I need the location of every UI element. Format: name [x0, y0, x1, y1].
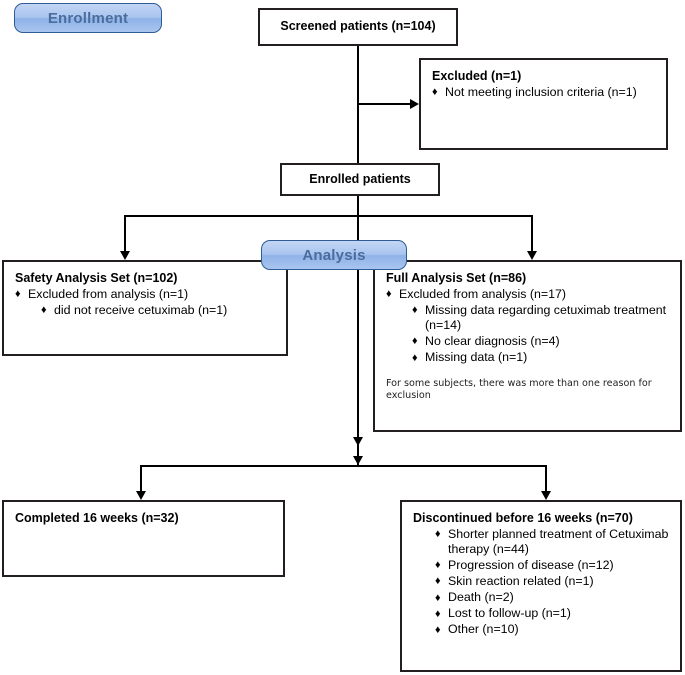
connector-analysis-trunk — [357, 268, 359, 466]
node-excluded-title: Excluded (n=1) — [432, 69, 522, 83]
node-screened-patients: Screened patients (n=104) — [258, 8, 458, 46]
list-item: ♦ did not receive cetuximab (n=1) — [41, 303, 275, 318]
stage-pill-analysis: Analysis — [261, 240, 407, 270]
node-full-analysis-set-title: Full Analysis Set (n=86) — [386, 271, 527, 285]
diamond-bullet-icon: ♦ — [41, 304, 47, 317]
list-item-text: Shorter planned treatment of Cetuximab t… — [448, 526, 669, 556]
list-item-text: Excluded from analysis (n=17) — [399, 286, 567, 301]
diamond-bullet-icon: ♦ — [412, 304, 418, 317]
diamond-bullet-icon: ♦ — [386, 288, 392, 301]
list-item-text: Other (n=10) — [448, 622, 519, 637]
stage-pill-analysis-label: Analysis — [302, 246, 366, 264]
list-item: ♦ No clear diagnosis (n=4) — [412, 334, 669, 349]
connector-to-safety-set — [124, 215, 126, 251]
node-safety-analysis-set-list: ♦ Excluded from analysis (n=1) — [15, 287, 275, 302]
list-item-text: No clear diagnosis (n=4) — [425, 334, 560, 348]
diamond-bullet-icon: ♦ — [435, 575, 441, 588]
node-full-analysis-set-sublist: ♦ Missing data regarding cetuximab treat… — [412, 303, 669, 366]
stage-pill-enrollment: Enrollment — [14, 3, 162, 33]
connector-enrolled-center-drop — [357, 215, 359, 252]
arrowhead-to-excluded — [410, 99, 419, 109]
node-screened-patients-title: Screened patients (n=104) — [280, 19, 436, 34]
node-completed-16-weeks-title: Completed 16 weeks (n=32) — [15, 511, 179, 525]
list-item-text: Excluded from analysis (n=1) — [28, 286, 189, 301]
node-safety-analysis-set-sublist: ♦ did not receive cetuximab (n=1) — [41, 303, 275, 318]
list-item: ♦ Missing data (n=1) — [412, 350, 669, 365]
node-enrolled-patients-title: Enrolled patients — [309, 171, 411, 186]
node-discontinued-list: ♦ Shorter planned treatment of Cetuximab… — [435, 527, 669, 638]
node-full-analysis-set: Full Analysis Set (n=86) ♦ Excluded from… — [373, 260, 682, 432]
diamond-bullet-icon: ♦ — [412, 335, 418, 348]
node-completed-16-weeks: Completed 16 weeks (n=32) — [2, 500, 285, 577]
list-item: ♦ Progression of disease (n=12) — [435, 558, 669, 573]
node-enrolled-patients: Enrolled patients — [280, 163, 440, 196]
node-safety-analysis-set-title: Safety Analysis Set (n=102) — [15, 271, 178, 285]
connector-enrolled-stem — [357, 196, 359, 215]
list-item-text: Death (n=2) — [448, 590, 514, 605]
node-discontinued-before-16-weeks: Discontinued before 16 weeks (n=70) ♦ Sh… — [400, 500, 682, 672]
node-safety-analysis-set: Safety Analysis Set (n=102) ♦ Excluded f… — [2, 260, 288, 356]
list-item: ♦ Skin reaction related (n=1) — [435, 574, 669, 589]
connector-screened-to-excluded — [357, 103, 410, 105]
list-item: ♦ Excluded from analysis (n=17) — [386, 287, 669, 302]
list-item: ♦ Lost to follow-up (n=1) — [435, 606, 669, 621]
list-item-text: Missing data regarding cetuximab treatme… — [425, 302, 667, 332]
diamond-bullet-icon: ♦ — [435, 607, 441, 620]
list-item: ♦ Missing data regarding cetuximab treat… — [412, 303, 669, 333]
arrowhead-to-discontinued — [540, 491, 551, 500]
diamond-bullet-icon: ♦ — [432, 86, 438, 99]
list-item-text: Skin reaction related (n=1) — [448, 574, 594, 588]
diamond-bullet-icon: ♦ — [412, 351, 418, 364]
arrowhead-center-lower — [352, 437, 363, 446]
diamond-bullet-icon: ♦ — [435, 559, 441, 572]
node-excluded: Excluded (n=1) ♦ Not meeting inclusion c… — [419, 58, 668, 150]
connector-to-discontinued — [545, 465, 547, 491]
diamond-bullet-icon: ♦ — [435, 591, 441, 604]
list-item: ♦ Shorter planned treatment of Cetuximab… — [435, 527, 669, 557]
list-item-text: did not receive cetuximab (n=1) — [54, 302, 228, 317]
diamond-bullet-icon: ♦ — [435, 528, 441, 541]
node-discontinued-before-16-weeks-title: Discontinued before 16 weeks (n=70) — [413, 511, 633, 525]
list-item: ♦ Death (n=2) — [435, 590, 669, 605]
node-excluded-list: ♦ Not meeting inclusion criteria (n=1) — [432, 85, 655, 100]
diamond-bullet-icon: ♦ — [15, 288, 21, 301]
list-item-text: Not meeting inclusion criteria (n=1) — [445, 84, 637, 99]
diamond-bullet-icon: ♦ — [435, 623, 441, 636]
connector-to-full-set — [531, 215, 533, 251]
arrowhead-to-full-set — [526, 251, 537, 260]
connector-to-completed — [140, 465, 142, 491]
stage-pill-enrollment-label: Enrollment — [47, 9, 129, 27]
list-item: ♦ Excluded from analysis (n=1) — [15, 287, 275, 302]
list-item: ♦ Other (n=10) — [435, 622, 669, 637]
node-full-analysis-set-list: ♦ Excluded from analysis (n=17) — [386, 287, 669, 302]
arrowhead-to-safety-set — [119, 251, 130, 260]
arrowhead-onto-split-bar — [352, 456, 363, 465]
list-item: ♦ Not meeting inclusion criteria (n=1) — [432, 85, 655, 100]
list-item-text: Lost to follow-up (n=1) — [448, 606, 571, 621]
list-item-text: Missing data (n=1) — [425, 350, 528, 365]
node-full-analysis-set-footnote: For some subjects, there was more than o… — [386, 378, 652, 401]
arrowhead-to-completed — [135, 491, 146, 500]
connector-enrolled-split-bar — [124, 215, 533, 217]
list-item-text: Progression of disease (n=12) — [448, 557, 614, 572]
connector-lower-split-bar — [140, 465, 547, 467]
